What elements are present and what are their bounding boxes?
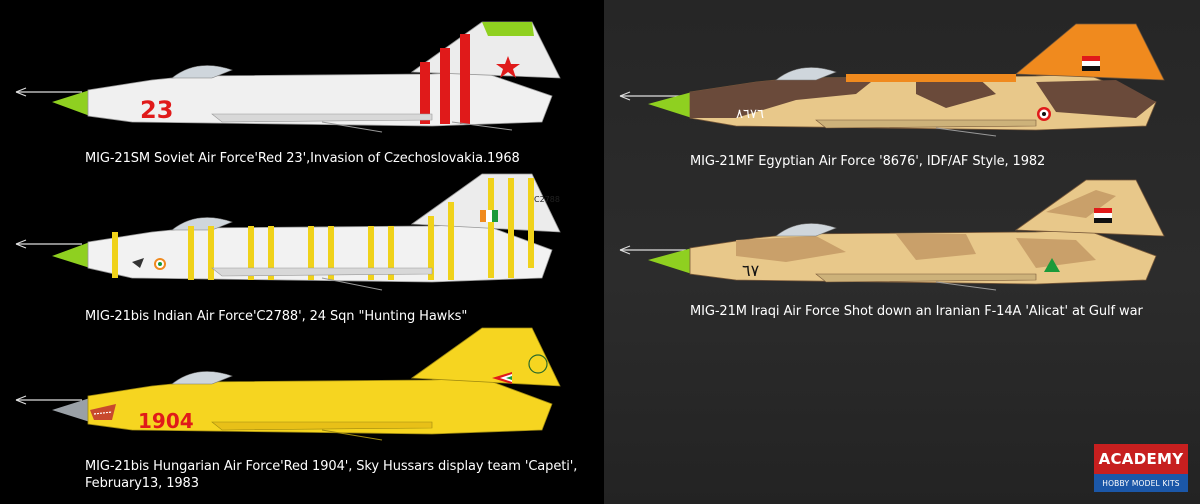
- nose-number: 23: [140, 96, 173, 124]
- mig21-indian-profile: C2788: [15, 173, 561, 291]
- mig21-egyptian-profile: ٨٦٧٦: [619, 23, 1165, 137]
- brand-tagline: HOBBY MODEL KITS: [1094, 474, 1188, 492]
- caption-egyptian: MIG-21MF Egyptian Air Force '8676', IDF/…: [690, 154, 1046, 169]
- tail-code: C2788: [534, 195, 560, 204]
- mig21-hungarian-profile: 1904: [15, 327, 561, 441]
- mig21-iraqi-profile: ٦٧: [619, 179, 1165, 291]
- academy-logo: ACADEMY HOBBY MODEL KITS: [1094, 444, 1188, 494]
- caption-iraqi: MIG-21M Iraqi Air Force Shot down an Ira…: [690, 304, 1143, 319]
- caption-hungarian-line-1: MIG-21bis Hungarian Air Force'Red 1904',…: [85, 459, 578, 474]
- brand-name: ACADEMY: [1094, 444, 1188, 474]
- caption-hungarian-line-2: February13, 1983: [85, 476, 199, 491]
- nose-number: ٨٦٧٦: [736, 107, 764, 122]
- nose-number: 1904: [138, 409, 194, 433]
- nose-number: ٦٧: [742, 261, 760, 280]
- mig21-soviet-profile: 23: [15, 21, 561, 133]
- caption-soviet: MIG-21SM Soviet Air Force'Red 23',Invasi…: [85, 151, 520, 166]
- caption-indian: MIG-21bis Indian Air Force'C2788', 24 Sq…: [85, 309, 468, 324]
